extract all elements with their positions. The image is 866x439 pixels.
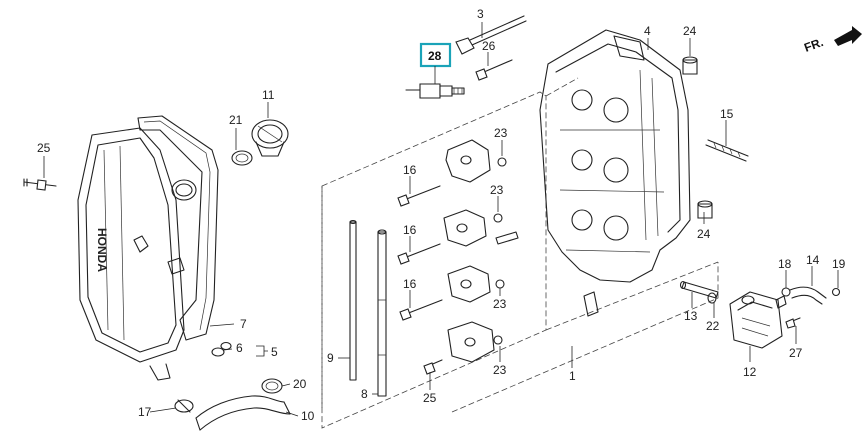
dowel-24-bottom (697, 200, 713, 219)
callout-9: 9 (327, 351, 334, 365)
tube-clip-17 (174, 399, 194, 413)
callout-26: 26 (482, 39, 496, 53)
callout-22: 22 (706, 319, 720, 333)
leader-lines (43, 22, 839, 417)
callout-1: 1 (569, 369, 576, 383)
front-direction-label: FR. (802, 35, 825, 55)
callout-23-c: 23 (493, 297, 507, 311)
callout-10: 10 (301, 409, 315, 423)
clip-18 (781, 287, 791, 297)
rocker-shaft-9 (349, 219, 357, 381)
callout-3: 3 (477, 7, 484, 21)
callout-16-c: 16 (403, 277, 417, 291)
pump-fitting (775, 295, 787, 309)
oil-filler-cap (251, 119, 289, 157)
callout-20: 20 (293, 377, 307, 391)
rocker-bracket-4 (447, 321, 495, 363)
rocker-shaft-8 (377, 229, 387, 397)
callout-numbers: 3 4 26 24 28 11 21 25 15 23 16 23 24 16 … (37, 7, 846, 423)
callout-23-d: 23 (493, 363, 507, 377)
rocker-bracket-1 (445, 139, 491, 183)
callout-7: 7 (240, 317, 247, 331)
fuel-tube-14 (789, 286, 827, 305)
callout-4: 4 (644, 24, 651, 38)
bolt-26 (475, 59, 513, 81)
callout-23-b: 23 (490, 183, 504, 197)
callout-12: 12 (743, 365, 757, 379)
rocker-bracket-2 (443, 209, 487, 247)
front-direction-arrow (834, 26, 862, 46)
callout-28: 28 (428, 49, 442, 63)
valve-pin (583, 291, 599, 317)
clip-19 (831, 287, 841, 297)
nut-23-b (493, 213, 503, 223)
oring-22 (707, 292, 717, 304)
nut-23-d (493, 335, 503, 345)
callout-11: 11 (262, 88, 275, 102)
hose-clamp-20 (261, 378, 283, 394)
dowel-24-top (682, 56, 698, 75)
callout-6: 6 (236, 341, 243, 355)
callout-27: 27 (789, 346, 803, 360)
nut-23-c (495, 279, 505, 289)
breather-tube-10 (195, 395, 291, 431)
callout-19: 19 (832, 257, 846, 271)
callout-25-right: 25 (423, 391, 437, 405)
callout-16-a: 16 (403, 163, 417, 177)
callout-8: 8 (361, 387, 368, 401)
callout-18: 18 (778, 257, 792, 271)
cover-logo: HONDA (95, 228, 109, 272)
callout-24-bottom: 24 (697, 227, 711, 241)
bolt-25-right (423, 359, 443, 375)
nut-23-a (497, 157, 507, 167)
stud-15 (705, 139, 749, 162)
callout-14: 14 (806, 253, 820, 267)
callout-24-top: 24 (683, 24, 697, 38)
callout-15: 15 (720, 107, 734, 121)
callout-16-b: 16 (403, 223, 417, 237)
callout-13: 13 (684, 309, 698, 323)
fuel-pump-rod-13 (679, 280, 719, 299)
assembly-frame (321, 77, 719, 429)
rocker-bracket-3 (447, 265, 491, 303)
callout-5: 5 (271, 345, 278, 359)
callout-17: 17 (138, 405, 152, 419)
bolt-16-b (397, 243, 441, 265)
filler-cap-seal (231, 150, 253, 166)
callout-23-a: 23 (494, 126, 508, 140)
fuel-pump-12 (729, 291, 783, 349)
callout-25-left: 25 (37, 141, 51, 155)
spark-plug-28 (405, 83, 465, 99)
cylinder-head (539, 29, 691, 283)
callout-21: 21 (229, 113, 243, 127)
cover-gasket (137, 115, 219, 341)
bolt-27 (785, 317, 801, 329)
highlight-box-28 (419, 42, 452, 68)
bolt-16-c (399, 299, 443, 321)
bolt-25-left (23, 178, 57, 191)
head-bolt-3 (455, 15, 527, 55)
bolt-16-a (397, 185, 441, 207)
adjust-pin (495, 231, 519, 245)
cylinder-head-cover (77, 127, 197, 381)
